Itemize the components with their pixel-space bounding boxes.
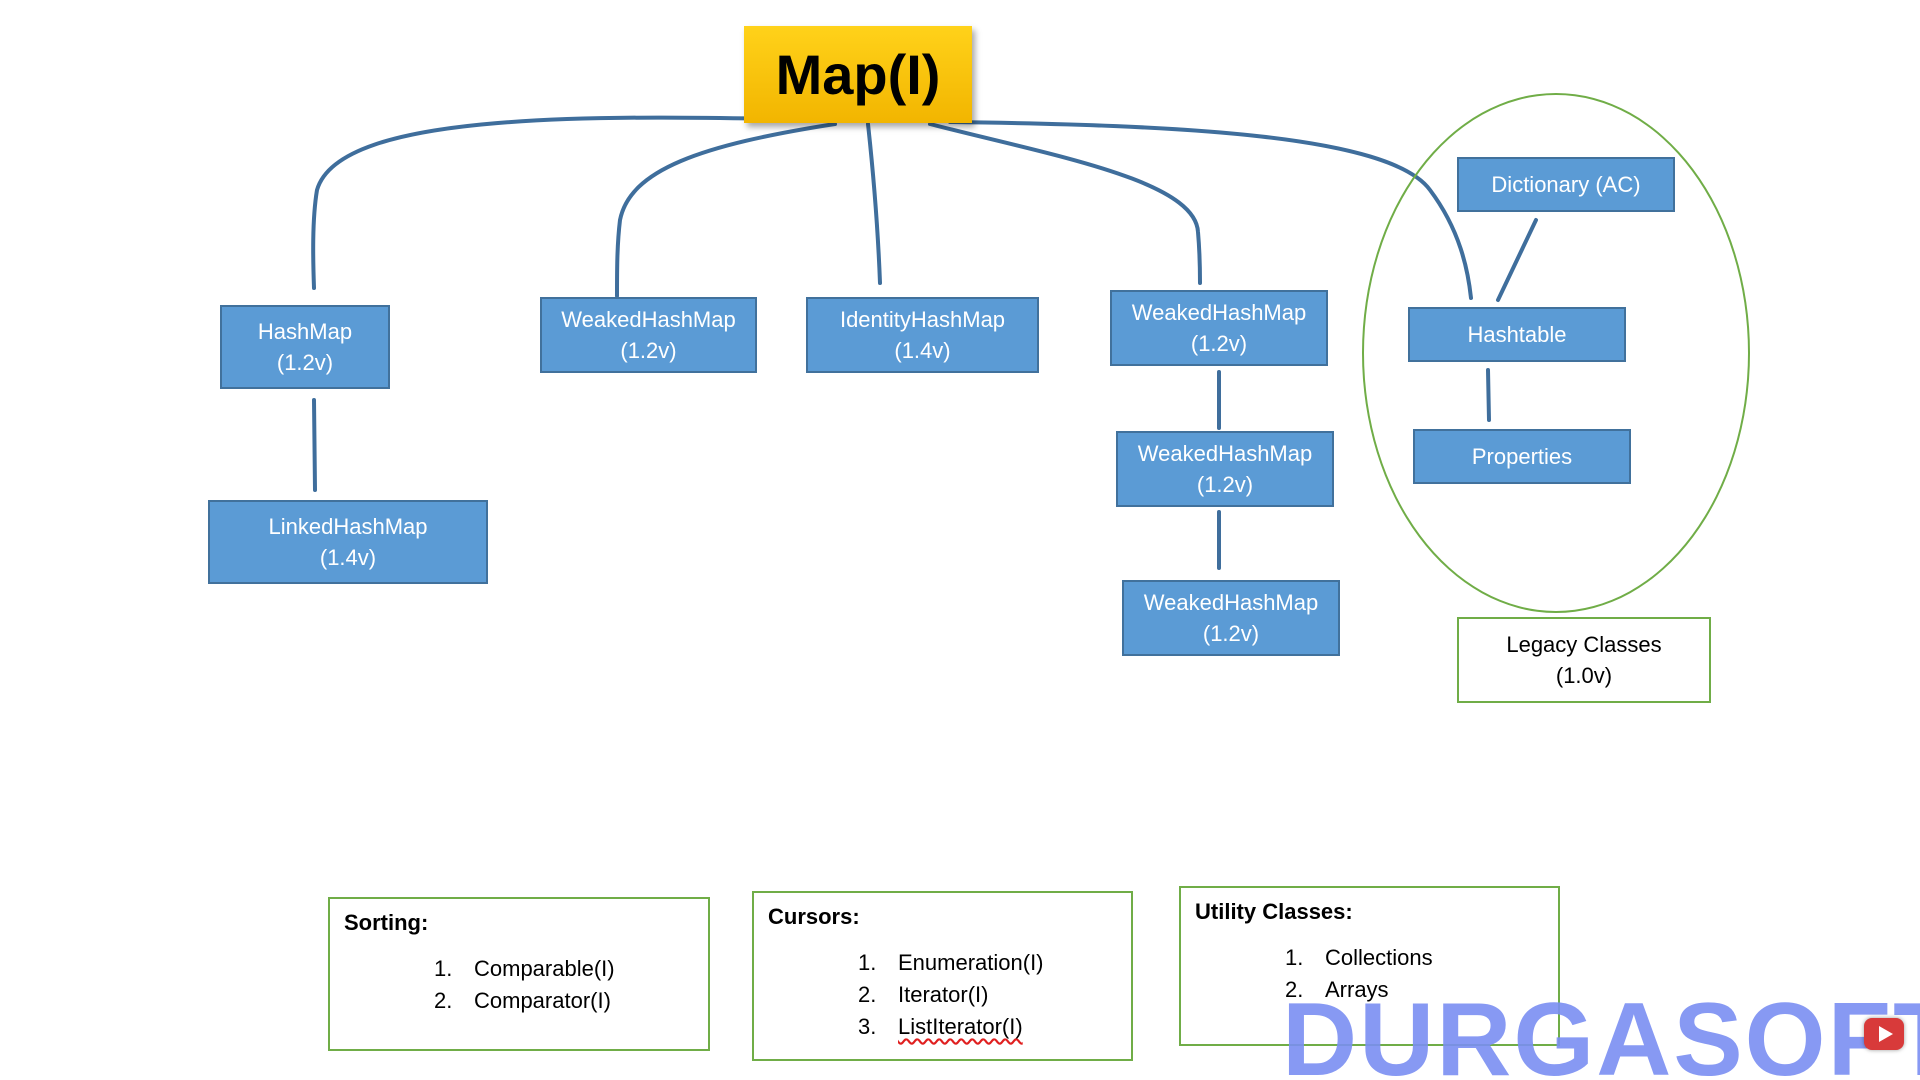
list-item-number: 2.	[1285, 977, 1304, 1002]
dictionary-node: Dictionary (AC)	[1457, 157, 1675, 212]
cursors-box: Cursors: 1. Enumeration(I) 2. Iterator(I…	[752, 891, 1133, 1061]
list-item: 1. Comparable(I)	[434, 953, 694, 985]
legacy-classes-version: (1.0v)	[1555, 663, 1613, 688]
properties-name: Properties	[1471, 444, 1573, 469]
durgasoft-watermark: DURGASOFT	[1282, 982, 1920, 1080]
connector-map-weaked2	[928, 122, 1202, 285]
map-interface-box: Map(I)	[744, 26, 972, 123]
list-item-label: Enumeration(I)	[898, 950, 1044, 975]
list-item: 3. ListIterator(I)	[858, 1011, 1117, 1043]
weaked-hashmap-1-name: WeakedHashMap	[561, 307, 736, 332]
hashmap-node: HashMap (1.2v)	[220, 305, 390, 389]
sorting-title: Sorting:	[344, 910, 429, 935]
weaked-hashmap-3-name: WeakedHashMap	[1137, 441, 1313, 466]
connector-map-identity	[866, 122, 882, 285]
list-item-number: 2.	[434, 988, 453, 1013]
list-item: 1. Enumeration(I)	[858, 947, 1117, 979]
list-item-number: 3.	[858, 1014, 877, 1039]
cursors-list: 1. Enumeration(I) 2. Iterator(I) 3. List…	[768, 947, 1117, 1043]
list-item: 2. Arrays	[1285, 974, 1544, 1006]
list-item-label: Collections	[1325, 945, 1433, 970]
list-item: 2. Iterator(I)	[858, 979, 1117, 1011]
weaked-hashmap-2-name: WeakedHashMap	[1131, 300, 1307, 325]
utility-classes-box: Utility Classes: 1. Collections 2. Array…	[1179, 886, 1560, 1046]
linked-hashmap-node: LinkedHashMap (1.4v)	[208, 500, 488, 584]
list-item-label: Arrays	[1325, 977, 1389, 1002]
identity-hashmap-name: IdentityHashMap	[839, 307, 1006, 332]
sorting-box: Sorting: 1. Comparable(I) 2. Comparator(…	[328, 897, 710, 1051]
list-item-label: ListIterator(I)	[898, 1014, 1023, 1039]
identity-hashmap-version: (1.4v)	[894, 338, 951, 363]
linked-hashmap-version: (1.4v)	[319, 545, 377, 570]
hashmap-version: (1.2v)	[276, 350, 334, 375]
connector-map-hashmap	[311, 115, 837, 290]
utility-classes-title: Utility Classes:	[1195, 899, 1353, 924]
map-interface-label: Map(I)	[775, 43, 941, 106]
list-item-number: 2.	[858, 982, 877, 1007]
identity-hashmap-node: IdentityHashMap (1.4v)	[806, 297, 1039, 373]
list-item-number: 1.	[1285, 945, 1304, 970]
utility-classes-list: 1. Collections 2. Arrays	[1195, 942, 1544, 1006]
weaked-hashmap-node-1: WeakedHashMap (1.2v)	[540, 297, 757, 373]
weaked-hashmap-3-version: (1.2v)	[1196, 472, 1254, 497]
hashtable-name: Hashtable	[1467, 322, 1567, 347]
dictionary-name: Dictionary (AC)	[1491, 172, 1641, 197]
weaked-hashmap-4-name: WeakedHashMap	[1143, 590, 1319, 615]
list-item: 1. Collections	[1285, 942, 1544, 974]
legacy-classes-title: Legacy Classes	[1506, 632, 1662, 657]
list-item-number: 1.	[434, 956, 453, 981]
cursors-title: Cursors:	[768, 904, 860, 929]
hashtable-node: Hashtable	[1408, 307, 1626, 362]
properties-node: Properties	[1413, 429, 1631, 484]
weaked-hashmap-4-version: (1.2v)	[1202, 621, 1260, 646]
weaked-hashmap-node-2: WeakedHashMap (1.2v)	[1110, 290, 1328, 366]
list-item-label: Comparator(I)	[474, 988, 611, 1013]
legacy-classes-box: Legacy Classes (1.0v)	[1457, 617, 1711, 703]
hashmap-name: HashMap	[257, 319, 353, 344]
list-item-label: Iterator(I)	[898, 982, 989, 1007]
linked-hashmap-name: LinkedHashMap	[268, 514, 428, 539]
legacy-classes-circle	[1362, 93, 1750, 613]
connector-hashmap-linked	[312, 398, 317, 492]
weaked-hashmap-node-4: WeakedHashMap (1.2v)	[1122, 580, 1340, 656]
list-item-number: 1.	[858, 950, 877, 975]
sorting-list: 1. Comparable(I) 2. Comparator(I)	[344, 953, 694, 1017]
weaked-hashmap-node-3: WeakedHashMap (1.2v)	[1116, 431, 1334, 507]
connector-map-weaked1	[615, 122, 837, 298]
weaked-hashmap-2-version: (1.2v)	[1190, 331, 1248, 356]
weaked-hashmap-1-version: (1.2v)	[620, 338, 677, 363]
list-item: 2. Comparator(I)	[434, 985, 694, 1017]
video-play-icon[interactable]	[1864, 1018, 1904, 1050]
list-item-label: Comparable(I)	[474, 956, 615, 981]
